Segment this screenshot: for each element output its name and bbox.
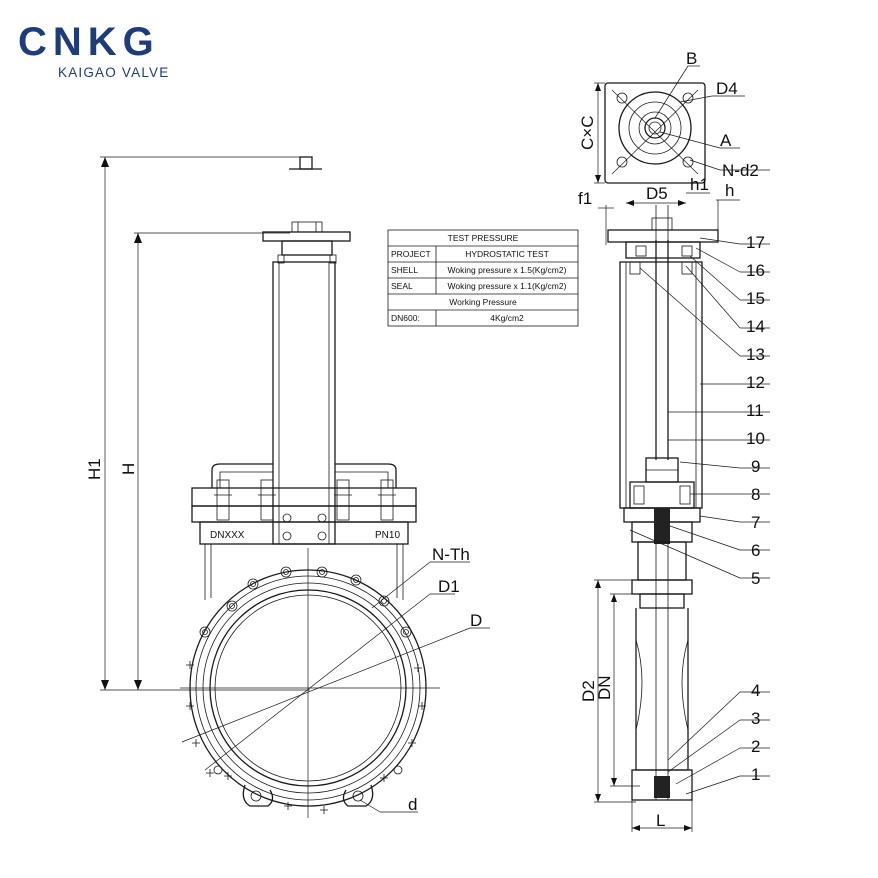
top-view: C×C B D4 A N-d2 [578,49,770,184]
label-b: B [686,49,697,68]
label-a: A [720,131,732,150]
label-nth: N-Th [432,545,470,564]
label-d2: D2 [579,680,598,702]
label-h: h [725,181,734,200]
table-r2c1: Woking pressure x 1.1(Kg/cm2) [448,281,567,291]
label-cxc: C×C [578,116,597,150]
part-17: 17 [746,233,765,252]
label-dn: DN [595,675,614,700]
side-view: f1 D5 h1 h [578,175,770,832]
table-r1c0: SHELL [391,265,418,275]
part-4: 4 [751,681,760,700]
plate-left-text: DNXXX [210,530,245,541]
part-13: 13 [746,345,765,364]
part-11: 11 [746,401,764,420]
table-r0c1: HYDROSTATIC TEST [465,249,549,259]
dim-h: H [119,463,138,475]
part-5: 5 [751,569,760,588]
table-r4c0: DN600: [391,313,420,323]
part-9: 9 [751,457,760,476]
label-bolt-d: d [408,795,417,814]
brand-logo: CNKG KAIGAO VALVE [18,20,169,80]
table-r2c0: SEAL [391,281,413,291]
label-d4: D4 [716,79,738,98]
front-view: H1 H [85,156,490,818]
table-r4c1: 4Kg/cm2 [490,313,524,323]
part-10: 10 [746,429,765,448]
label-h1: h1 [690,175,709,194]
part-15: 15 [746,289,765,308]
label-f1: f1 [578,189,592,208]
thread-marks [186,661,426,814]
table-title: TEST PRESSURE [448,233,519,243]
part-3: 3 [751,709,760,728]
part-2: 2 [751,737,760,756]
logo-brand: CNKG [18,20,160,64]
part-1: 1 [751,765,760,784]
part-8: 8 [751,485,760,504]
label-d: D [470,611,482,630]
part-7: 7 [751,513,760,532]
table-r3c1: Working Pressure [449,297,517,307]
label-l: L [656,811,665,830]
dim-h1: H1 [85,458,104,480]
part-6: 6 [751,541,760,560]
label-d5: D5 [646,184,668,203]
test-pressure-table: TEST PRESSURE PROJECT HYDROSTATIC TEST S… [387,229,579,327]
plate-right-text: PN10 [375,530,400,541]
logo-subtitle: KAIGAO VALVE [58,65,169,80]
label-d1: D1 [438,577,460,596]
bolt-holes [199,566,412,775]
part-16: 16 [746,261,765,280]
table-r1c1: Woking pressure x 1.5(Kg/cm2) [448,265,567,275]
part-12: 12 [746,373,765,392]
table-r0c0: PROJECT [391,249,431,259]
label-nd2: N-d2 [722,161,759,180]
part-14: 14 [746,317,765,336]
